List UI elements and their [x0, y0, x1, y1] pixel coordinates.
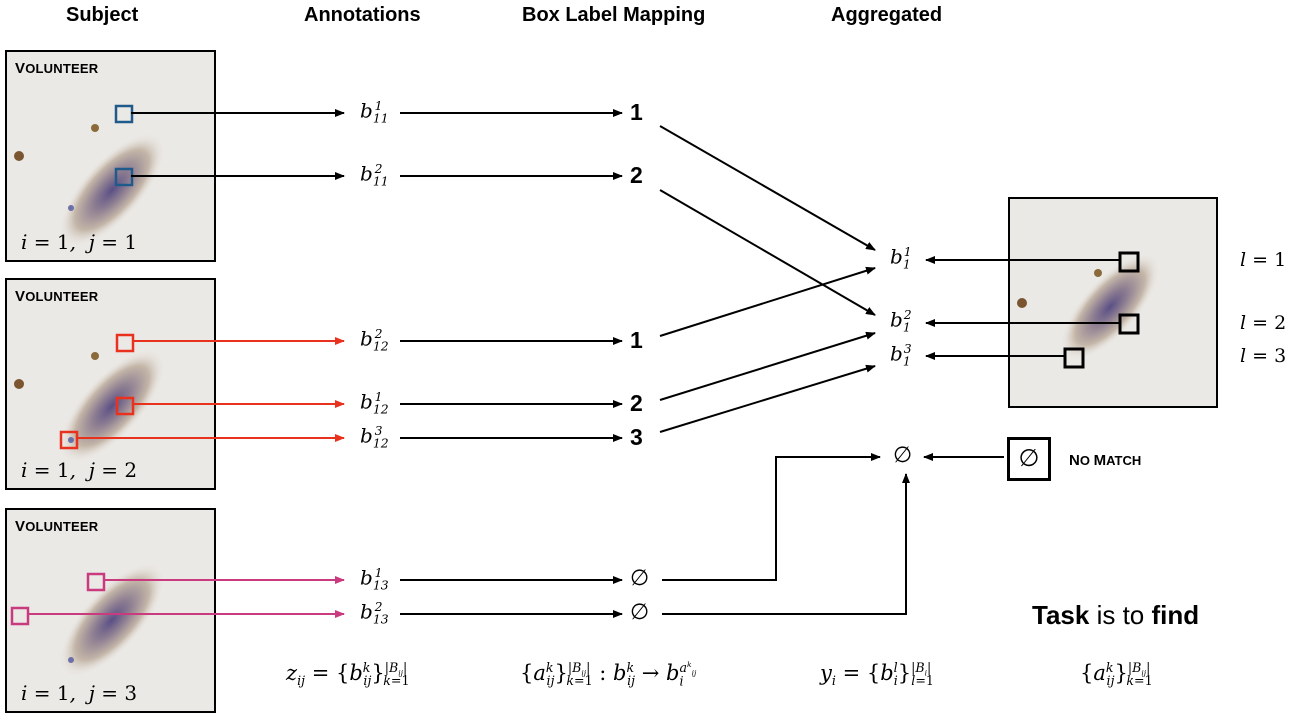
- mapping-label: ∅: [630, 566, 650, 591]
- header-aggregated: Aggregated: [831, 4, 943, 26]
- header-mapping: Box Label Mapping: [522, 4, 706, 26]
- result-label: l = 1: [1240, 249, 1287, 271]
- volunteer-panel-2: VOLUNTEER i = 1, j = 2: [5, 278, 216, 490]
- annotation-label: b121: [360, 389, 389, 417]
- galaxy-image-1: [7, 52, 214, 260]
- volunteer-box: [86, 572, 106, 592]
- annotation-label: b111: [360, 98, 389, 126]
- no-match-label: NO MATCH: [1069, 452, 1142, 469]
- formula-z: zij = {bkij}|Bij|k=1: [286, 660, 410, 689]
- annotation-label: b131: [360, 565, 389, 593]
- aggregated-label: b13: [890, 341, 912, 369]
- aggregate-box: [1063, 347, 1085, 369]
- galaxy-image-aggregated: [1010, 199, 1216, 406]
- arrow: [659, 125, 876, 251]
- mapping-label: 1: [630, 99, 643, 125]
- volunteer-panel-1: VOLUNTEER i = 1, j = 1: [5, 50, 216, 262]
- aggregated-empty-label: ∅: [893, 443, 913, 468]
- volunteer-label: VOLUNTEER: [15, 518, 99, 535]
- annotation-label: b122: [360, 326, 389, 354]
- aggregate-box: [1118, 251, 1140, 273]
- volunteer-label: VOLUNTEER: [15, 288, 99, 305]
- volunteer-box: [59, 430, 79, 450]
- mapping-label: 1: [630, 327, 643, 353]
- volunteer-box: [115, 333, 135, 353]
- aggregated-panel: [1008, 197, 1218, 408]
- annotation-label: b132: [360, 599, 389, 627]
- arrow: [659, 266, 876, 337]
- result-label: l = 3: [1240, 345, 1287, 367]
- mapping-label: 2: [630, 162, 643, 188]
- mapping-label: ∅: [630, 600, 650, 625]
- ij-label: i = 1, j = 1: [21, 230, 138, 254]
- volunteer-box: [10, 606, 30, 626]
- formula-a: {akij}|Bij|k=1 : bkij → biakij: [520, 660, 697, 689]
- volunteer-label: VOLUNTEER: [15, 60, 99, 77]
- mapping-label: 3: [630, 424, 643, 450]
- galaxy-image-2: [7, 280, 214, 488]
- no-match-box: ∅: [1007, 437, 1051, 481]
- volunteer-panel-3: VOLUNTEER i = 1, j = 3: [5, 508, 216, 713]
- mapping-label: 2: [630, 390, 643, 416]
- volunteer-box: [115, 396, 135, 416]
- header-annotations: Annotations: [304, 4, 421, 26]
- arrow: [659, 189, 876, 316]
- annotation-label: b112: [360, 161, 389, 189]
- galaxy-image-3: [7, 510, 214, 711]
- arrow: [662, 473, 910, 615]
- arrow: [659, 364, 876, 433]
- task-caption: Task is to find: [1032, 600, 1200, 630]
- result-label: l = 2: [1240, 312, 1287, 334]
- annotation-label: b123: [360, 423, 389, 451]
- aggregated-label: b11: [890, 244, 912, 272]
- ij-label: i = 1, j = 2: [21, 458, 138, 482]
- header-subject: Subject: [66, 4, 139, 26]
- formula-y: yi = {bli}|Bi|l=1: [820, 660, 934, 689]
- arrow: [659, 331, 876, 401]
- aggregated-label: b12: [890, 307, 912, 335]
- aggregate-box: [1118, 313, 1140, 335]
- ij-label: i = 1, j = 3: [21, 681, 138, 705]
- formula-target: {akij}|Bij|k=1: [1080, 660, 1153, 689]
- arrow: [662, 453, 881, 581]
